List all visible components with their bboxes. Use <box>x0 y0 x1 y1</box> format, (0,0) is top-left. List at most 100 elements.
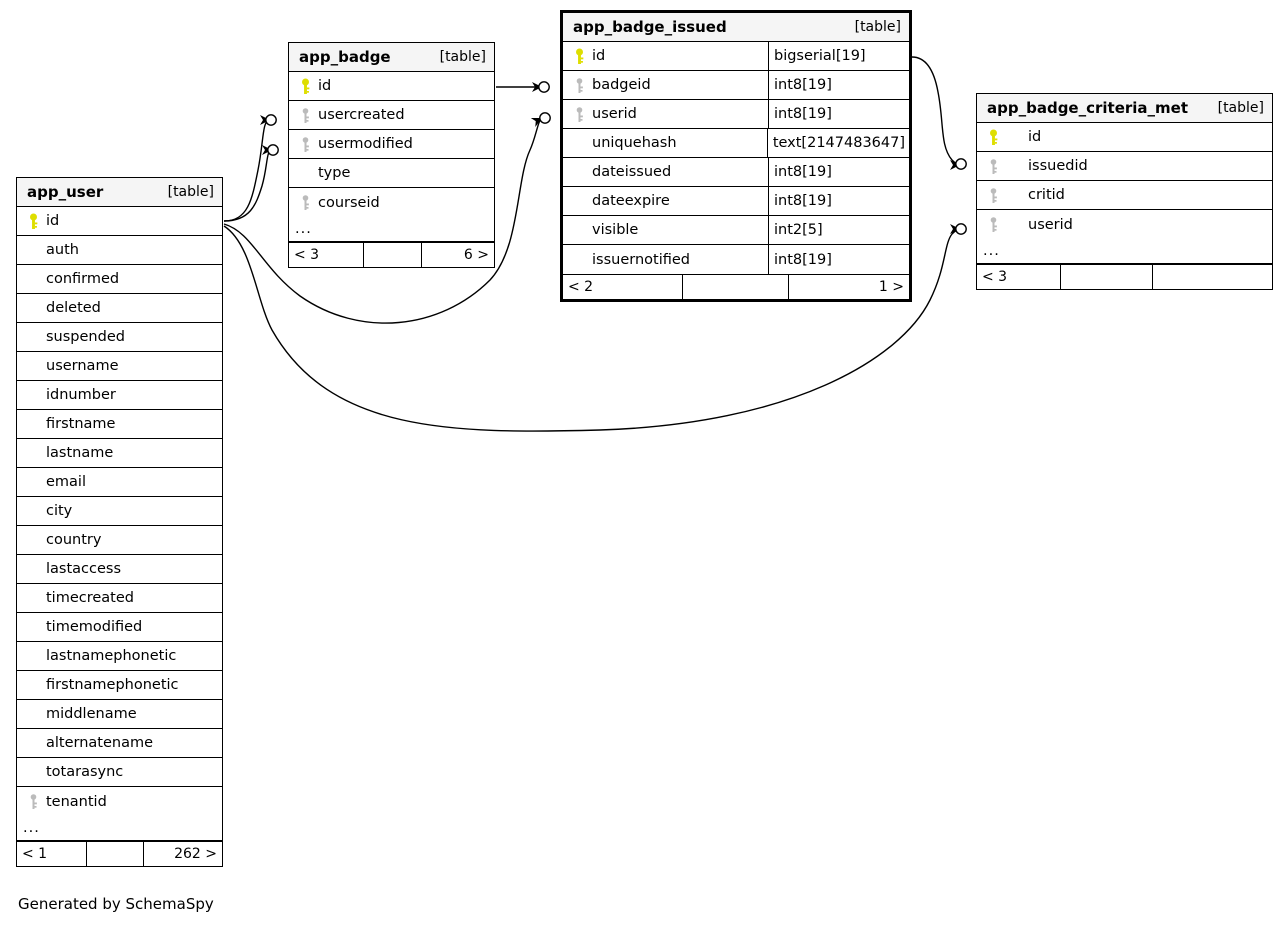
table-header[interactable]: app_badge [table] <box>289 43 494 72</box>
column-row[interactable]: auth <box>17 236 222 265</box>
column-row[interactable]: totarasync <box>17 758 222 787</box>
column-row[interactable]: email <box>17 468 222 497</box>
column-label: dateissued <box>592 164 672 180</box>
footer-parents-count[interactable]: < 1 <box>17 842 87 866</box>
no-key-spacer <box>569 221 589 239</box>
column-label: id <box>318 78 332 94</box>
column-label: usercreated <box>318 107 405 123</box>
column-name-cell: lastname <box>17 439 222 467</box>
column-row[interactable]: alternatename <box>17 729 222 758</box>
column-row[interactable]: firstnamephonetic <box>17 671 222 700</box>
table-header[interactable]: app_user [table] <box>17 178 222 207</box>
column-label: suspended <box>46 329 125 345</box>
footer-children-count[interactable]: 262 > <box>174 846 217 862</box>
more-columns-indicator: ... <box>977 239 1272 264</box>
column-row[interactable]: critid <box>977 181 1272 210</box>
no-key-spacer <box>569 192 589 210</box>
column-label: issuernotified <box>592 251 690 268</box>
column-name-cell: country <box>17 526 222 554</box>
column-row[interactable]: id <box>17 207 222 236</box>
edge-endpoint-circle <box>955 223 967 235</box>
column-name-cell: badgeid <box>563 71 768 99</box>
column-row[interactable]: tenantid <box>17 787 222 816</box>
column-label: idnumber <box>46 387 116 403</box>
no-key-spacer <box>23 241 43 259</box>
column-row[interactable]: issuernotified int8[19] <box>563 245 909 274</box>
column-row[interactable]: timecreated <box>17 584 222 613</box>
edge-endpoint-circle <box>955 158 967 170</box>
column-row[interactable]: issuedid <box>977 152 1272 181</box>
column-name-cell: timemodified <box>17 613 222 641</box>
table-header[interactable]: app_badge_issued [table] <box>563 13 909 42</box>
column-label: timecreated <box>46 590 134 606</box>
primary-key-icon <box>569 47 589 65</box>
column-name-cell: issuedid <box>977 152 1272 180</box>
column-row[interactable]: suspended <box>17 323 222 352</box>
more-columns-indicator: ... <box>17 816 222 841</box>
foreign-key-icon <box>569 105 589 123</box>
column-row[interactable]: usercreated <box>289 101 494 130</box>
column-name-cell: userid <box>977 210 1272 239</box>
foreign-key-icon <box>983 157 1003 175</box>
column-label: critid <box>1028 187 1065 203</box>
no-key-spacer <box>23 502 43 520</box>
column-row[interactable]: middlename <box>17 700 222 729</box>
column-label: id <box>46 213 60 229</box>
column-row[interactable]: lastnamephonetic <box>17 642 222 671</box>
column-type: int8[19] <box>768 245 909 274</box>
no-key-spacer <box>23 647 43 665</box>
column-row[interactable]: type <box>289 159 494 188</box>
column-row[interactable]: firstname <box>17 410 222 439</box>
column-row[interactable]: timemodified <box>17 613 222 642</box>
edge-user-to-badge-usercreated <box>223 115 271 222</box>
column-row[interactable]: lastname <box>17 439 222 468</box>
column-label: auth <box>46 242 79 258</box>
footer-parents-count[interactable]: < 3 <box>289 243 364 267</box>
primary-key-icon <box>295 77 315 95</box>
column-row[interactable]: city <box>17 497 222 526</box>
footer-parents-count[interactable]: < 2 <box>563 275 683 299</box>
column-row[interactable]: id <box>977 123 1272 152</box>
table-kind-label: [table] <box>1217 100 1264 116</box>
column-row[interactable]: usermodified <box>289 130 494 159</box>
column-row[interactable]: idnumber <box>17 381 222 410</box>
table-header[interactable]: app_badge_criteria_met [table] <box>977 94 1272 123</box>
footer-parents-count[interactable]: < 3 <box>977 265 1061 289</box>
column-row[interactable]: lastaccess <box>17 555 222 584</box>
column-name-cell: city <box>17 497 222 525</box>
column-label: confirmed <box>46 271 120 287</box>
column-row[interactable]: country <box>17 526 222 555</box>
table-footer: < 3 <box>977 264 1272 289</box>
column-name-cell: suspended <box>17 323 222 351</box>
column-row[interactable]: id <box>289 72 494 101</box>
column-label: alternatename <box>46 735 154 751</box>
column-row[interactable]: userid <box>977 210 1272 239</box>
column-row[interactable]: username <box>17 352 222 381</box>
column-row[interactable]: confirmed <box>17 265 222 294</box>
foreign-key-icon <box>569 76 589 94</box>
column-label: lastname <box>46 445 114 461</box>
no-key-spacer <box>23 589 43 607</box>
no-key-spacer <box>23 676 43 694</box>
table-app-badge[interactable]: app_badge [table] id usercreated usermodif… <box>288 42 495 268</box>
column-row[interactable]: courseid <box>289 188 494 217</box>
table-title: app_badge_issued <box>573 18 727 36</box>
no-key-spacer <box>23 705 43 723</box>
column-row[interactable]: deleted <box>17 294 222 323</box>
table-app-user[interactable]: app_user [table] id auth confirmed deleted s… <box>16 177 223 867</box>
column-type: bigserial[19] <box>768 42 909 70</box>
footer-children-count[interactable]: 1 > <box>878 279 904 295</box>
footer-children-count[interactable]: 6 > <box>463 247 489 263</box>
table-footer: < 1 262 > <box>17 841 222 866</box>
